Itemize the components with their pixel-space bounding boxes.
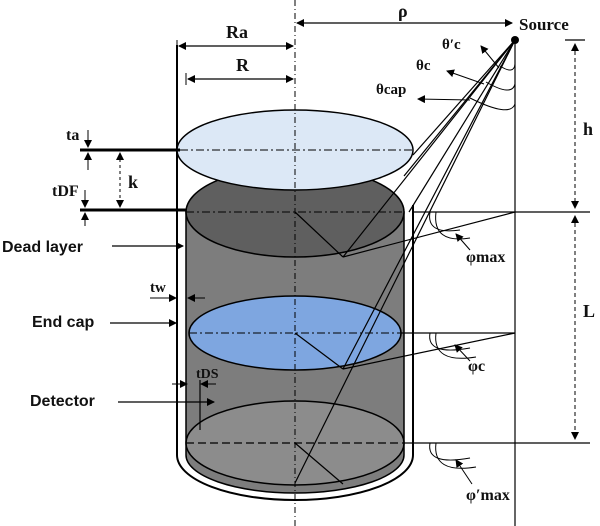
source-label: Source xyxy=(519,15,569,34)
phi-angle-arcs xyxy=(429,211,477,469)
theta-c-prime-label: θ′c xyxy=(442,37,461,53)
rho-label: ρ xyxy=(398,1,408,21)
end-cap-label: End cap xyxy=(32,314,94,331)
theta-cap-pointer xyxy=(417,95,471,104)
phi-c-pointer xyxy=(454,344,471,362)
r-label: R xyxy=(236,55,250,75)
phi-max-prime-label: φ′max xyxy=(466,487,510,504)
phi-max-label: φmax xyxy=(466,249,505,266)
ra-label: Ra xyxy=(226,22,248,42)
phi-max-prime-pointer xyxy=(455,459,473,485)
dead-layer-label: Dead layer xyxy=(2,239,83,256)
source-angle-arcs xyxy=(469,63,516,111)
source-rays xyxy=(294,39,516,485)
theta-cap-label: θcap xyxy=(376,82,406,98)
tw-label: tw xyxy=(150,280,166,296)
source-point xyxy=(511,36,519,44)
phi-max-pointer xyxy=(455,233,471,251)
tdf-label: tDF xyxy=(52,183,79,200)
l-label: L xyxy=(583,301,595,321)
h-label: h xyxy=(583,119,593,139)
theta-c-prime-pointer xyxy=(480,45,500,69)
ta-label: ta xyxy=(66,127,79,144)
theta-c-pointer xyxy=(446,69,485,85)
detector-label: Detector xyxy=(30,393,95,410)
k-label: k xyxy=(128,172,138,192)
theta-c-label: θc xyxy=(416,58,431,74)
tds-label: tDS xyxy=(196,367,219,382)
phi-c-label: φc xyxy=(468,358,485,375)
